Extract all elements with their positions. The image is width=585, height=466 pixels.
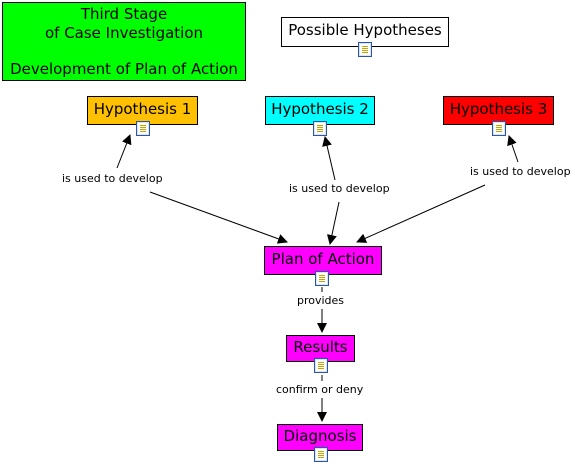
stage-line-3 — [3, 42, 245, 60]
hypothesis-3-node[interactable]: Hypothesis 3 — [443, 96, 554, 125]
hypothesis-1-label: Hypothesis 1 — [93, 100, 192, 118]
hypothesis-2-node[interactable]: Hypothesis 2 — [265, 96, 375, 125]
stage-line-1: Third Stage — [80, 5, 168, 23]
edge-label-plan-3 — [356, 184, 486, 243]
stage-line-4: Development of Plan of Action — [10, 60, 238, 78]
hypothesis-3-label: Hypothesis 3 — [449, 100, 548, 118]
edge-label-plan-2 — [326, 201, 340, 245]
link-label-provides: provides — [295, 294, 347, 307]
stage-line-2: of Case Investigation — [44, 23, 204, 42]
plan-of-action-node[interactable]: Plan of Action — [264, 246, 382, 275]
document-icon[interactable] — [492, 121, 506, 136]
diagnosis-label: Diagnosis — [283, 427, 357, 445]
link-label-confirm-deny: confirm or deny — [274, 383, 366, 396]
edge-h2-label — [322, 136, 336, 181]
edge-h1-label — [116, 134, 132, 169]
link-label-h2: is used to develop — [287, 182, 392, 195]
document-icon[interactable] — [358, 42, 372, 57]
document-icon[interactable] — [315, 271, 329, 286]
link-label-h1: is used to develop — [60, 172, 165, 185]
stage-title-box[interactable]: Third Stage of Case Investigation Develo… — [2, 2, 246, 81]
diagnosis-node[interactable]: Diagnosis — [277, 424, 363, 451]
document-icon[interactable] — [313, 121, 327, 136]
link-label-h3: is used to develop — [468, 165, 573, 178]
results-label: Results — [293, 338, 348, 356]
document-icon[interactable] — [136, 121, 150, 136]
document-icon[interactable] — [314, 358, 328, 373]
document-icon[interactable] — [314, 447, 328, 462]
hypothesis-2-label: Hypothesis 2 — [271, 100, 369, 118]
results-node[interactable]: Results — [286, 335, 355, 362]
edge-label-plan-1 — [149, 191, 288, 244]
plan-of-action-label: Plan of Action — [271, 250, 375, 268]
edge-h3-label — [507, 135, 519, 163]
possible-hypotheses-label: Possible Hypotheses — [288, 21, 442, 39]
